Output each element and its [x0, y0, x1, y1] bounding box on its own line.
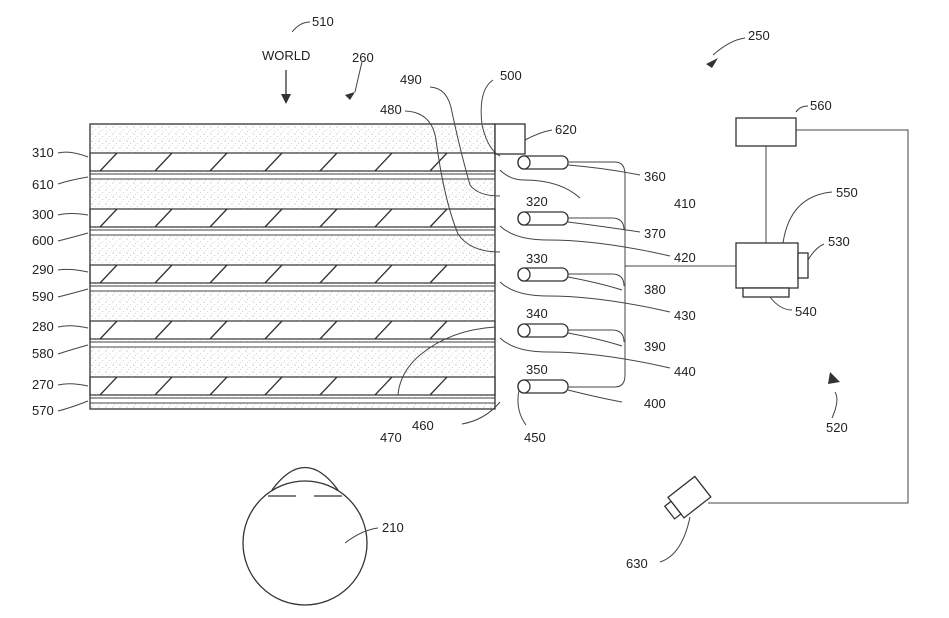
label-420: 420: [674, 250, 696, 265]
label-400: 400: [644, 396, 666, 411]
label-390: 390: [644, 339, 666, 354]
label-340: 340: [526, 306, 548, 321]
label-470: 470: [380, 430, 402, 445]
injector-400: [517, 379, 569, 394]
layer-570: [89, 397, 496, 404]
label-450: 450: [524, 430, 546, 445]
label-260: 260: [352, 50, 374, 65]
waveguide-280: [89, 320, 496, 340]
label-360: 360: [644, 169, 666, 184]
label-460: 460: [412, 418, 434, 433]
label-480: 480: [380, 102, 402, 117]
labels: WORLD 510 260 250 490 500 480 620 310 61…: [32, 14, 858, 571]
label-380: 380: [644, 282, 666, 297]
arrow-250-icon: [706, 58, 718, 68]
label-370: 370: [644, 226, 666, 241]
arrow-down-icon: [281, 94, 291, 104]
label-world: WORLD: [262, 48, 310, 63]
label-620: 620: [555, 122, 577, 137]
eye-210: [242, 466, 368, 606]
label-290: 290: [32, 262, 54, 277]
leader-lines: [57, 21, 838, 563]
label-250: 250: [748, 28, 770, 43]
injector-wiring: [568, 161, 736, 388]
waveguide-310: [89, 152, 496, 172]
layer-610: [89, 173, 496, 180]
camera-630: [663, 475, 712, 520]
label-430: 430: [674, 308, 696, 323]
label-580: 580: [32, 346, 54, 361]
injector-390: [517, 323, 569, 338]
label-410: 410: [674, 196, 696, 211]
injector-360: [517, 155, 569, 170]
label-320: 320: [526, 194, 548, 209]
label-570: 570: [32, 403, 54, 418]
light-paths: [397, 79, 501, 425]
stack-outline: [89, 123, 496, 410]
label-510: 510: [312, 14, 334, 29]
layer-600: [89, 229, 496, 236]
label-500: 500: [500, 68, 522, 83]
label-270: 270: [32, 377, 54, 392]
waveguide-270: [89, 376, 496, 396]
label-600: 600: [32, 233, 54, 248]
arrow-260-icon: [345, 92, 355, 100]
injector-380: [517, 267, 569, 282]
label-550: 550: [836, 185, 858, 200]
arrow-520-icon: [828, 372, 840, 384]
label-540: 540: [795, 304, 817, 319]
label-610: 610: [32, 177, 54, 192]
label-490: 490: [400, 72, 422, 87]
label-560: 560: [810, 98, 832, 113]
layer-590: [89, 285, 496, 292]
label-210: 210: [382, 520, 404, 535]
waveguide-stack: [89, 123, 496, 410]
controller-550: [735, 242, 809, 298]
label-520: 520: [826, 420, 848, 435]
label-280: 280: [32, 319, 54, 334]
label-590: 590: [32, 289, 54, 304]
label-440: 440: [674, 364, 696, 379]
injector-370: [517, 211, 569, 226]
label-300: 300: [32, 207, 54, 222]
label-630: 630: [626, 556, 648, 571]
module-560: [735, 117, 797, 147]
label-530: 530: [828, 234, 850, 249]
waveguide-290: [89, 264, 496, 284]
injection-devices: [517, 155, 569, 394]
label-350: 350: [526, 362, 548, 377]
label-330: 330: [526, 251, 548, 266]
element-620: [494, 123, 526, 155]
label-310: 310: [32, 145, 54, 160]
waveguide-300: [89, 208, 496, 228]
arrows: [281, 58, 840, 384]
